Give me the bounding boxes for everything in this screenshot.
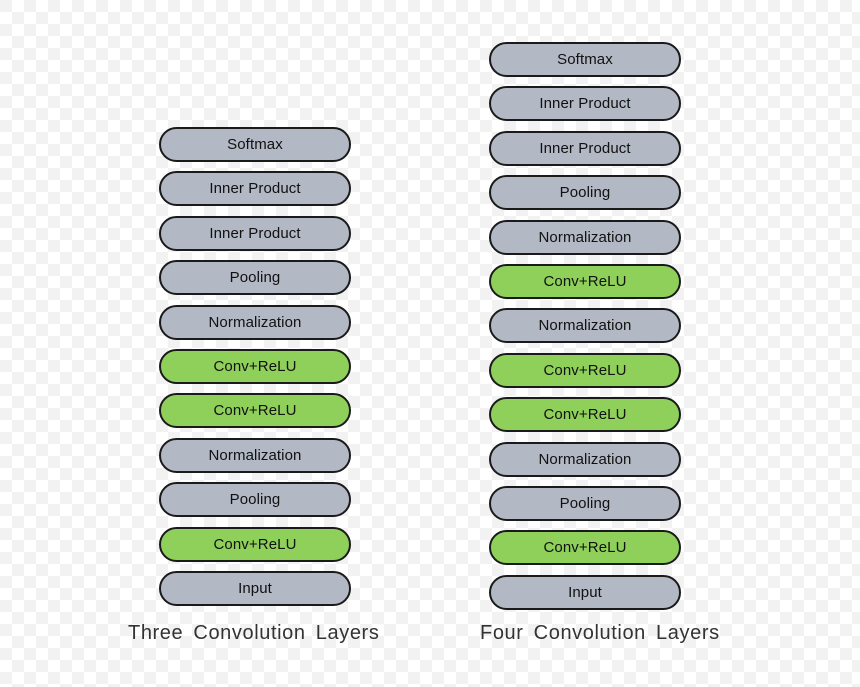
layer-conv-relu: Conv+ReLU bbox=[159, 393, 351, 429]
four-conv-network-stack: Softmax Inner Product Inner Product Pool… bbox=[489, 42, 681, 619]
layer-conv-relu: Conv+ReLU bbox=[489, 397, 681, 433]
layer-conv-relu: Conv+ReLU bbox=[159, 348, 351, 384]
layer-pooling: Pooling bbox=[489, 485, 681, 521]
layer-pooling: Pooling bbox=[159, 260, 351, 296]
three-conv-network-stack: Softmax Inner Product Inner Product Pool… bbox=[159, 127, 351, 615]
layer-normalization: Normalization bbox=[159, 304, 351, 340]
layer-pooling: Pooling bbox=[489, 175, 681, 211]
layer-softmax: Softmax bbox=[489, 42, 681, 77]
layer-inner-product: Inner Product bbox=[159, 171, 351, 207]
layer-conv-relu: Conv+ReLU bbox=[489, 530, 681, 566]
layer-inner-product: Inner Product bbox=[159, 215, 351, 251]
layer-conv-relu: Conv+ReLU bbox=[489, 352, 681, 388]
layer-input: Input bbox=[489, 574, 681, 610]
layer-inner-product: Inner Product bbox=[489, 130, 681, 166]
layer-normalization: Normalization bbox=[489, 308, 681, 344]
layer-pooling: Pooling bbox=[159, 482, 351, 518]
four-conv-caption: Four Convolution Layers bbox=[480, 622, 720, 644]
layer-conv-relu: Conv+ReLU bbox=[489, 263, 681, 299]
three-conv-caption: Three Convolution Layers bbox=[128, 622, 380, 644]
layer-normalization: Normalization bbox=[489, 219, 681, 255]
layer-normalization: Normalization bbox=[159, 437, 351, 473]
layer-normalization: Normalization bbox=[489, 441, 681, 477]
layer-softmax: Softmax bbox=[159, 127, 351, 162]
layer-input: Input bbox=[159, 570, 351, 606]
layer-inner-product: Inner Product bbox=[489, 86, 681, 122]
layer-conv-relu: Conv+ReLU bbox=[159, 526, 351, 562]
